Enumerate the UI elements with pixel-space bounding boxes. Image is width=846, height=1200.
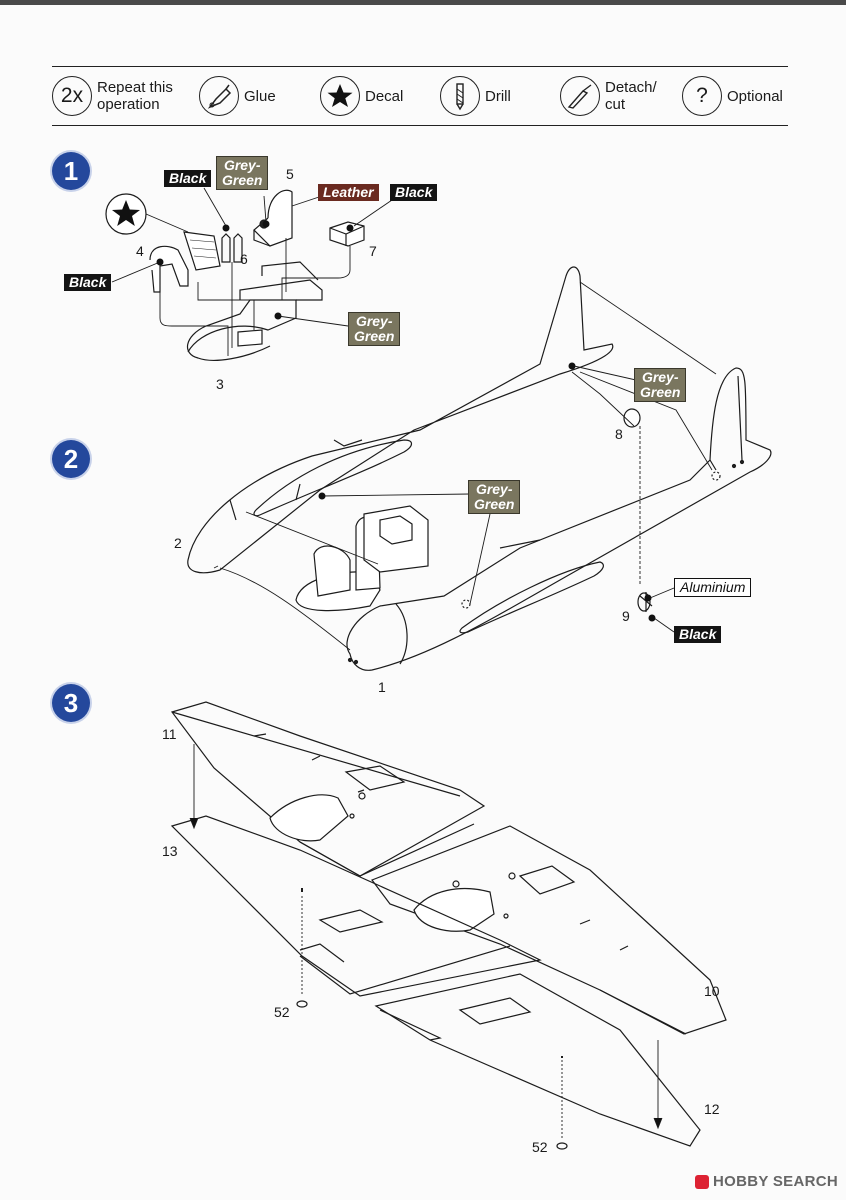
- upper-wing-part-11: [171, 701, 486, 877]
- part-number-3: 3: [216, 376, 224, 392]
- hobby-search-logo-icon: [694, 1174, 709, 1189]
- color-tag-black-9: Black: [674, 626, 722, 643]
- legend-glue: Glue: [199, 74, 276, 118]
- part-number-9: 9: [622, 608, 630, 624]
- color-tag-leather: Leather: [318, 184, 379, 201]
- top-border: [0, 0, 846, 5]
- block-part-7: [329, 221, 365, 247]
- drill-icon: [440, 76, 480, 116]
- cockpit-assembly: [295, 505, 429, 612]
- part-number-1: 1: [378, 679, 386, 695]
- tailwheel-part-8: [623, 408, 641, 428]
- symbol-legend: 2x Repeat this operation Glue Decal Dril…: [52, 66, 788, 126]
- color-tag-black-6: Black: [164, 170, 212, 187]
- control-stick-part-6: [221, 233, 243, 263]
- watermark: HOBBY SEARCH: [694, 1173, 838, 1190]
- repeat-icon: 2x: [52, 76, 92, 116]
- part-number-13: 13: [162, 843, 178, 859]
- part-number-8: 8: [615, 426, 623, 442]
- step-3-badge: 3: [52, 684, 90, 722]
- legend-decal: Decal: [320, 74, 403, 118]
- part-number-7: 7: [369, 243, 377, 259]
- legend-optional: ? Optional: [682, 74, 783, 118]
- fuselage-half-part-2: [187, 266, 614, 574]
- fuselage-half-part-1: [346, 367, 772, 671]
- color-tag-grey-green-floor: Grey- Green: [348, 312, 401, 346]
- legend-glue-label: Glue: [244, 87, 276, 105]
- color-tag-grey-green-seat: Grey- Green: [216, 156, 269, 190]
- legend-decal-label: Decal: [365, 87, 404, 105]
- legend-drill-label: Drill: [485, 87, 511, 105]
- legend-optional-label: Optional: [727, 87, 783, 105]
- part-number-6: 6: [240, 251, 248, 267]
- step-2-badge: 2: [52, 440, 90, 478]
- color-tag-black-7: Black: [390, 184, 438, 201]
- seat-part-5: [253, 189, 293, 247]
- part-number-5: 5: [286, 166, 294, 182]
- pin-part-52b: [556, 1142, 568, 1150]
- step-1-badge: 1: [52, 152, 90, 190]
- part-number-11: 11: [162, 726, 177, 742]
- part-number-10: 10: [704, 983, 720, 999]
- instrument-panel-part-4: [149, 231, 221, 293]
- color-tag-grey-green-fuselage: Grey- Green: [468, 480, 521, 514]
- legend-drill: Drill: [440, 74, 511, 118]
- pitot-part-9: [637, 592, 653, 612]
- knife-icon: [560, 76, 600, 116]
- upper-wing-part-10: [371, 825, 727, 1035]
- question-icon: ?: [682, 76, 722, 116]
- optional-badge: ?: [696, 84, 708, 107]
- part-number-52a: 52: [274, 1004, 290, 1020]
- legend-repeat-label: Repeat this operation: [97, 79, 173, 113]
- color-tag-black-4: Black: [64, 274, 112, 291]
- cockpit-floor-part-3: [187, 261, 323, 361]
- legend-detach-label: Detach/ cut: [605, 79, 657, 113]
- pin-part-52a: [296, 1000, 308, 1008]
- legend-repeat: 2x Repeat this operation: [52, 74, 173, 118]
- decal-star-marker: [105, 193, 147, 235]
- color-tag-grey-green-tail: Grey- Green: [634, 368, 687, 402]
- part-number-12: 12: [704, 1101, 720, 1117]
- part-number-4: 4: [136, 243, 144, 259]
- part-number-2: 2: [174, 535, 182, 551]
- lower-wing-part-12: [374, 973, 701, 1147]
- lower-wing-part-13: [170, 815, 542, 997]
- part-number-52b: 52: [532, 1139, 548, 1155]
- glue-icon: [199, 76, 239, 116]
- legend-detach: Detach/ cut: [560, 74, 657, 118]
- color-tag-aluminium: Aluminium: [674, 578, 752, 597]
- watermark-text: HOBBY SEARCH: [712, 1173, 838, 1190]
- repeat-badge: 2x: [60, 84, 84, 107]
- decal-star-icon: [320, 76, 360, 116]
